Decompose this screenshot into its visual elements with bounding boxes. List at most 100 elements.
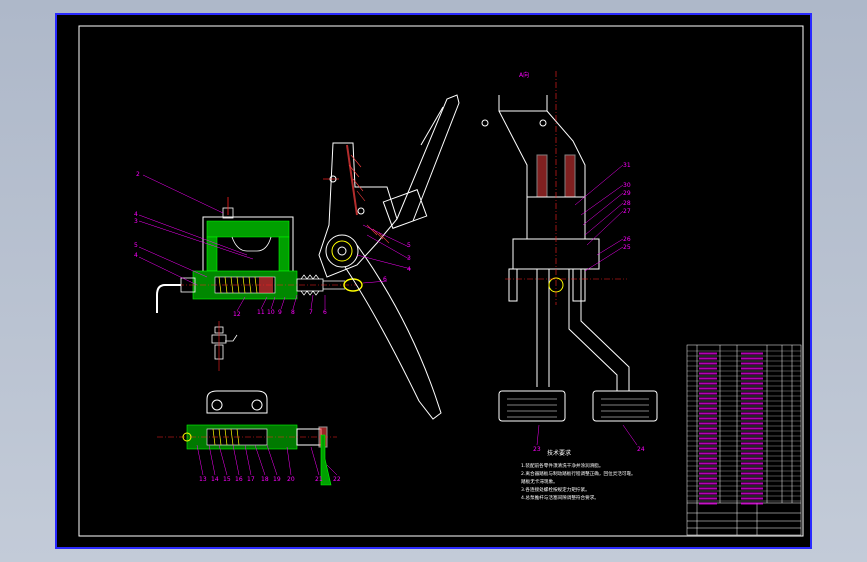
leaders-side xyxy=(536,164,638,446)
parts-list-entry xyxy=(741,352,763,355)
part-label: 22 xyxy=(333,476,341,483)
parts-list-entry xyxy=(741,492,763,495)
part-label: 20 xyxy=(287,476,295,483)
parts-list-entry xyxy=(741,497,763,500)
part-label: 15 xyxy=(223,476,231,483)
parts-list-entry xyxy=(699,377,717,380)
parts-list-entry xyxy=(699,382,717,385)
labels-main: 2 4 3 5 4 12 11 10 9 8 7 6 5 3 4 6 xyxy=(134,171,411,318)
parts-list-entry xyxy=(699,357,717,360)
cad-drawing: A向 xyxy=(78,25,804,537)
part-label: 26 xyxy=(623,236,631,243)
part-label: 5 xyxy=(134,242,138,249)
parts-list-entry xyxy=(699,462,717,465)
part-label: 25 xyxy=(623,244,631,251)
part-label: 12 xyxy=(233,311,241,318)
parts-list-entry xyxy=(741,397,763,400)
parts-list-entry xyxy=(741,417,763,420)
clutch-pedal-pad xyxy=(592,390,658,422)
parts-list-entry xyxy=(741,502,763,505)
parts-list-entry xyxy=(741,407,763,410)
parts-list-entry xyxy=(699,397,717,400)
parts-list-entry xyxy=(699,492,717,495)
part-label: 27 xyxy=(623,208,631,215)
parts-list-entry xyxy=(699,352,717,355)
parts-list-entry xyxy=(741,422,763,425)
tech-req-line: 3.各连接处螺栓按规定力矩拧紧。 xyxy=(521,486,590,493)
part-label: 13 xyxy=(199,476,207,483)
part-label: 18 xyxy=(261,476,269,483)
part-label: 6 xyxy=(323,309,327,316)
parts-list-entry xyxy=(741,362,763,365)
parts-list-entry xyxy=(699,457,717,460)
parts-list-entry xyxy=(699,497,717,500)
part-label: 10 xyxy=(267,309,275,316)
part-label: 2 xyxy=(136,171,140,178)
parts-list-entry xyxy=(741,382,763,385)
part-label: 9 xyxy=(278,309,282,316)
part-label: 4 xyxy=(134,252,138,259)
drawing-sheet: A向 xyxy=(55,13,812,549)
tech-req-line: 4.总泵推杆与活塞间隙调整符合要求。 xyxy=(521,494,599,501)
part-label: 14 xyxy=(211,476,219,483)
parts-list-entry xyxy=(699,402,717,405)
pedal-bracket xyxy=(318,142,398,278)
parts-list-entry xyxy=(741,377,763,380)
part-label: 24 xyxy=(637,446,645,453)
part-label: 21 xyxy=(315,476,323,483)
parts-list-entry xyxy=(699,442,717,445)
part-label: 19 xyxy=(273,476,281,483)
slave-cylinder-view xyxy=(157,390,337,486)
part-label: 11 xyxy=(257,309,265,316)
parts-list-entry xyxy=(741,467,763,470)
parts-list-entry xyxy=(741,472,763,475)
brake-pedal-pad xyxy=(498,390,566,422)
title-block xyxy=(686,344,802,536)
parts-list-entry xyxy=(699,427,717,430)
master-cylinder-bore xyxy=(156,270,363,313)
parts-list-entry xyxy=(699,372,717,375)
part-label: 28 xyxy=(623,200,631,207)
tech-req-line: 2.离合器踏板与制动踏板行程调整正确，回位灵活可靠。 xyxy=(521,470,636,477)
parts-list-entry xyxy=(699,502,717,505)
parts-list-rows xyxy=(687,350,801,505)
tech-req-title: 技术要求 xyxy=(547,449,571,457)
parts-list-entry xyxy=(699,392,717,395)
part-label: 4 xyxy=(134,211,138,218)
part-label: 31 xyxy=(623,162,631,169)
parts-list-entry xyxy=(741,442,763,445)
parts-list-entry xyxy=(699,432,717,435)
parts-list-entry xyxy=(741,437,763,440)
part-label: 3 xyxy=(407,255,411,262)
parts-list-entry xyxy=(741,457,763,460)
parts-list-entry xyxy=(699,437,717,440)
parts-list-entry xyxy=(699,407,717,410)
parts-list-entry xyxy=(699,447,717,450)
parts-list-entry xyxy=(699,387,717,390)
clutch-pedal-arm xyxy=(344,94,460,420)
parts-list-entry xyxy=(699,472,717,475)
parts-list-entry xyxy=(699,422,717,425)
outer-border xyxy=(78,25,804,537)
part-label: 8 xyxy=(291,309,295,316)
parts-list-entry xyxy=(699,467,717,470)
labels-side: 31 30 29 28 27 26 25 23 24 xyxy=(533,162,645,453)
parts-list-entry xyxy=(741,482,763,485)
part-label: 5 xyxy=(407,242,411,249)
side-view-frame xyxy=(481,71,630,391)
parts-list-entry xyxy=(699,452,717,455)
parts-list-entry xyxy=(699,367,717,370)
parts-list-entry xyxy=(699,477,717,480)
master-cylinder-body xyxy=(202,197,294,276)
parts-list-entry xyxy=(699,417,717,420)
parts-list-entry xyxy=(741,357,763,360)
leaders-pump xyxy=(196,444,338,476)
view-label: A向 xyxy=(519,71,529,79)
technical-requirements: 技术要求 1.装配前各零件须清洗干净并涂润滑脂。 2.离合器踏板与制动踏板行程调… xyxy=(521,449,636,501)
parts-list-entry xyxy=(741,412,763,415)
part-label: 16 xyxy=(235,476,243,483)
part-label: 29 xyxy=(623,190,631,197)
parts-list-entry xyxy=(741,462,763,465)
bleed-fitting-detail xyxy=(211,321,238,371)
part-label: 30 xyxy=(623,182,631,189)
